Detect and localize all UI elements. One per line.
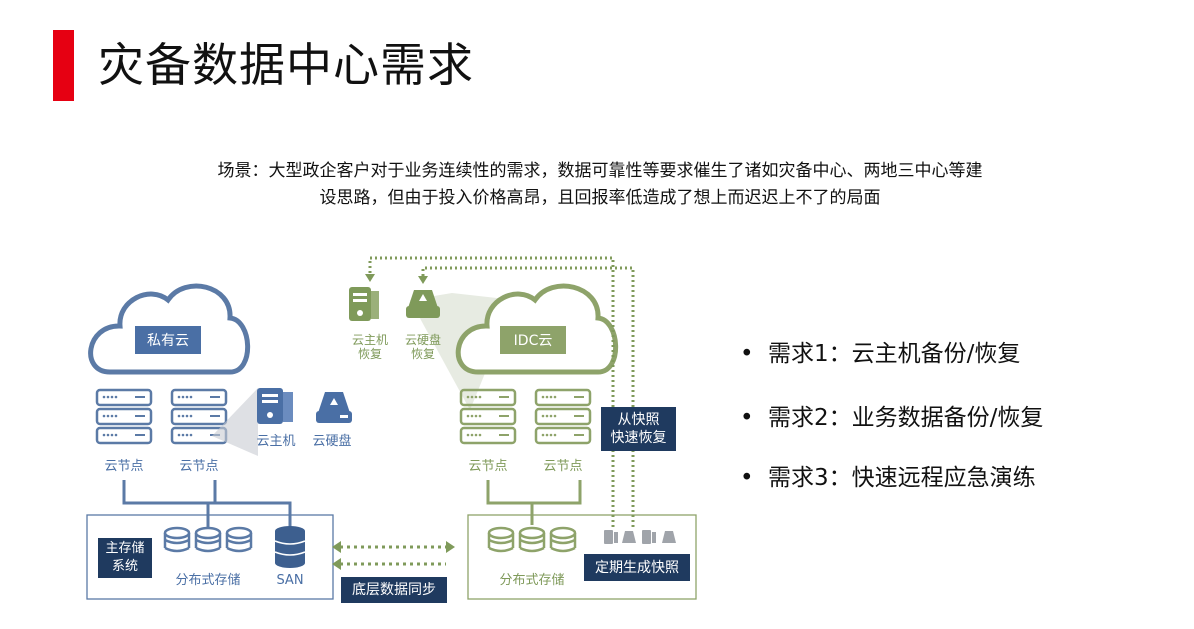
idc-cloud-label-bg xyxy=(500,326,566,354)
snapshot-icons xyxy=(604,530,676,544)
private-cloud-icon xyxy=(88,283,251,375)
requirement-1-label: 需求1：云主机备份/恢复 xyxy=(768,341,1021,367)
right-storage-frame xyxy=(467,514,697,600)
restore-dotted-paths xyxy=(368,256,635,527)
left-dist-storage-icons xyxy=(163,526,253,553)
page-title: 灾备数据中心需求 xyxy=(98,38,474,92)
bullet: • xyxy=(740,465,754,491)
requirement-3-label: 需求3：快速远程应急演练 xyxy=(768,465,1036,491)
vm-restore-icon xyxy=(349,287,379,321)
right-dist-storage-icons xyxy=(487,526,577,553)
left-server-1-icon xyxy=(95,388,153,445)
main-storage-label-box: 主存储系统 xyxy=(98,538,152,578)
scene-line-1: 场景：大型政企客户对于业务连续性的需求，数据可靠性等要求催生了诸如灾备中心、两地… xyxy=(217,161,983,181)
snapshot-restore-label: 从快照快速恢复 xyxy=(610,412,667,446)
left-node-1-label: 云节点 xyxy=(104,459,143,474)
left-storage-frame xyxy=(86,514,334,600)
private-cloud-label-bg xyxy=(135,326,201,354)
right-node-1-label: 云节点 xyxy=(468,459,507,474)
sync-label: 底层数据同步 xyxy=(352,582,436,598)
title-accent-bar xyxy=(53,30,74,101)
bullet: • xyxy=(740,341,754,367)
bullet: • xyxy=(740,405,754,431)
requirement-2: • 需求2：业务数据备份/恢复 xyxy=(740,398,1043,432)
san-label: SAN xyxy=(276,573,303,588)
left-dist-storage-label: 分布式存储 xyxy=(175,573,240,588)
idc-cloud-label: IDC云 xyxy=(514,333,553,349)
main-storage-label: 主存储系统 xyxy=(105,541,145,574)
disk-restore-icon xyxy=(406,290,440,318)
right-connectors xyxy=(486,480,582,525)
right-server-2-icon xyxy=(534,388,592,445)
scene-description: 场景：大型政企客户对于业务连续性的需求，数据可靠性等要求催生了诸如灾备中心、两地… xyxy=(120,158,1080,212)
left-vm-label: 云主机 xyxy=(256,434,295,449)
san-icon xyxy=(274,526,306,568)
sync-arrow xyxy=(332,541,455,570)
snapshot-gen-label: 定期生成快照 xyxy=(595,559,679,576)
requirement-2-label: 需求2：业务数据备份/恢复 xyxy=(768,405,1044,431)
requirement-1: • 需求1：云主机备份/恢复 xyxy=(740,334,1020,368)
left-spotlight xyxy=(212,388,258,456)
left-server-2-icon xyxy=(170,388,228,445)
left-connectors xyxy=(122,480,292,528)
right-dist-storage-label: 分布式存储 xyxy=(499,573,564,588)
left-disk-icon xyxy=(316,392,352,423)
sync-label-box: 底层数据同步 xyxy=(341,577,447,603)
disk-restore-label-2: 恢复 xyxy=(411,347,435,361)
snapshot-restore-box: 从快照快速恢复 xyxy=(601,407,676,451)
left-node-2-label: 云节点 xyxy=(179,459,218,474)
disk-restore-label-1: 云硬盘 xyxy=(405,332,441,347)
vm-restore-label-1: 云主机 xyxy=(352,333,388,347)
vm-restore-label-2: 恢复 xyxy=(358,347,382,361)
snapshot-gen-box: 定期生成快照 xyxy=(584,554,690,581)
scene-line-2: 设思路，但由于投入价格高昂，且回报率低造成了想上而迟迟上不了的局面 xyxy=(319,188,881,208)
requirement-3: • 需求3：快速远程应急演练 xyxy=(740,458,1036,492)
left-disk-label: 云硬盘 xyxy=(312,433,351,449)
right-server-1-icon xyxy=(459,388,517,445)
private-cloud-label: 私有云 xyxy=(147,333,189,349)
left-vm-icon xyxy=(257,388,293,424)
right-node-2-label: 云节点 xyxy=(543,459,582,474)
